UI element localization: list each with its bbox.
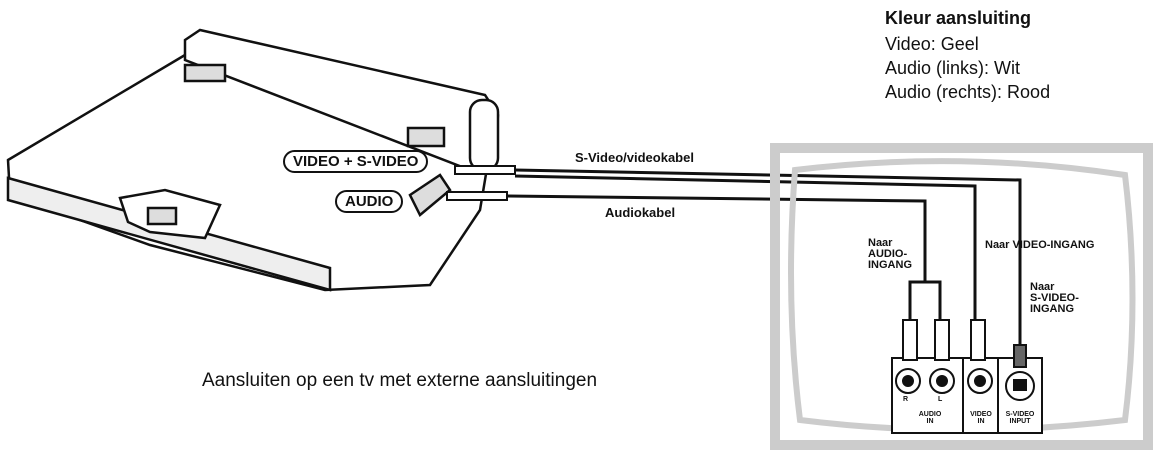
svideo-cable-label: S-Video/videokabel (575, 150, 694, 165)
cables (506, 168, 1022, 345)
legend-audio-right: Audio (rechts): Rood (885, 82, 1051, 102)
audio-port-label: AUDIO (335, 190, 404, 213)
legend-video: Video: Geel (885, 34, 979, 54)
tv-plugs (902, 319, 1027, 368)
jack-r-label: R (903, 396, 909, 403)
diagram-caption: Aansluiten op een tv met externe aanslui… (202, 370, 598, 391)
audio-in-label: AUDIO IN (918, 411, 942, 425)
video-port-label: VIDEO + S-VIDEO (283, 150, 429, 173)
to-audio-label: Naar AUDIO- INGANG (868, 237, 912, 271)
to-svideo-label: Naar S-VIDEO- INGANG (1030, 281, 1079, 315)
tv-outline (770, 143, 1153, 450)
legend-audio-left: Audio (links): Wit (885, 58, 1021, 78)
jack-l-label: L (938, 396, 943, 403)
audio-cable-label: Audiokabel (605, 205, 676, 220)
tv-connector-panel (891, 357, 1043, 434)
portable-dvd-player (6, 28, 500, 292)
video-in-label: VIDEO IN (970, 411, 992, 425)
to-video-label: Naar VIDEO-INGANG (985, 239, 1095, 251)
legend-title: Kleur aansluiting (885, 8, 1032, 28)
svideo-input-label: S-VIDEO INPUT (1005, 411, 1035, 425)
